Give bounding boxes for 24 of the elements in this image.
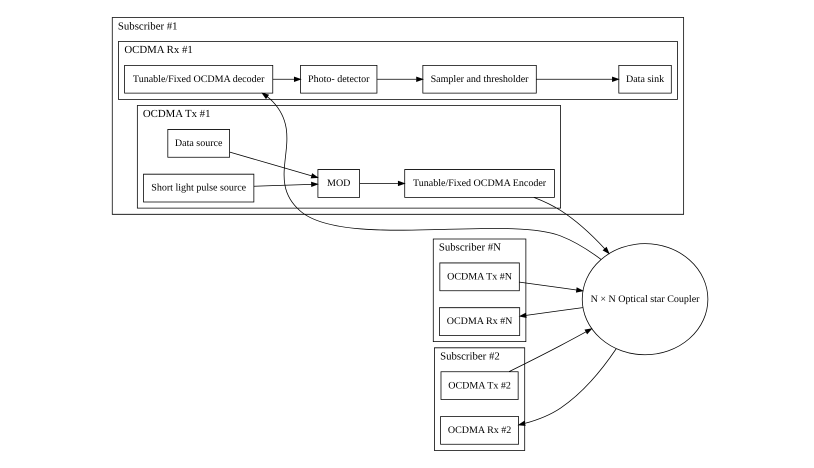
arrow — [376, 76, 424, 82]
node-box: OCDMA Rx #2 — [440, 416, 519, 445]
arrow — [518, 348, 617, 426]
node-box: OCDMA Rx #N — [439, 307, 520, 336]
node-box: Tunable/Fixed OCDMA decoder — [124, 65, 274, 94]
node-box: Data source — [167, 129, 230, 158]
arrow — [359, 180, 406, 186]
arrow — [519, 282, 584, 293]
arrow — [536, 76, 620, 82]
node-ellipse: N × N Optical star Coupler — [582, 243, 708, 356]
arrow — [229, 152, 319, 178]
node-box: MOD — [318, 169, 360, 198]
node-box: OCDMA Tx #N — [439, 262, 520, 292]
arrow — [518, 307, 584, 318]
arrow — [508, 328, 593, 372]
node-box: Photo- detector — [300, 65, 378, 94]
node-box: Sampler and thresholder — [422, 65, 537, 94]
node-box: OCDMA Tx #2 — [440, 371, 519, 400]
arrow — [272, 76, 302, 82]
node-box: Tunable/Fixed OCDMA Encoder — [404, 169, 555, 198]
arrow — [254, 182, 319, 188]
node-box: Short light pulse source — [143, 174, 254, 202]
node-box: Data sink — [618, 65, 672, 94]
arrow — [261, 92, 602, 260]
